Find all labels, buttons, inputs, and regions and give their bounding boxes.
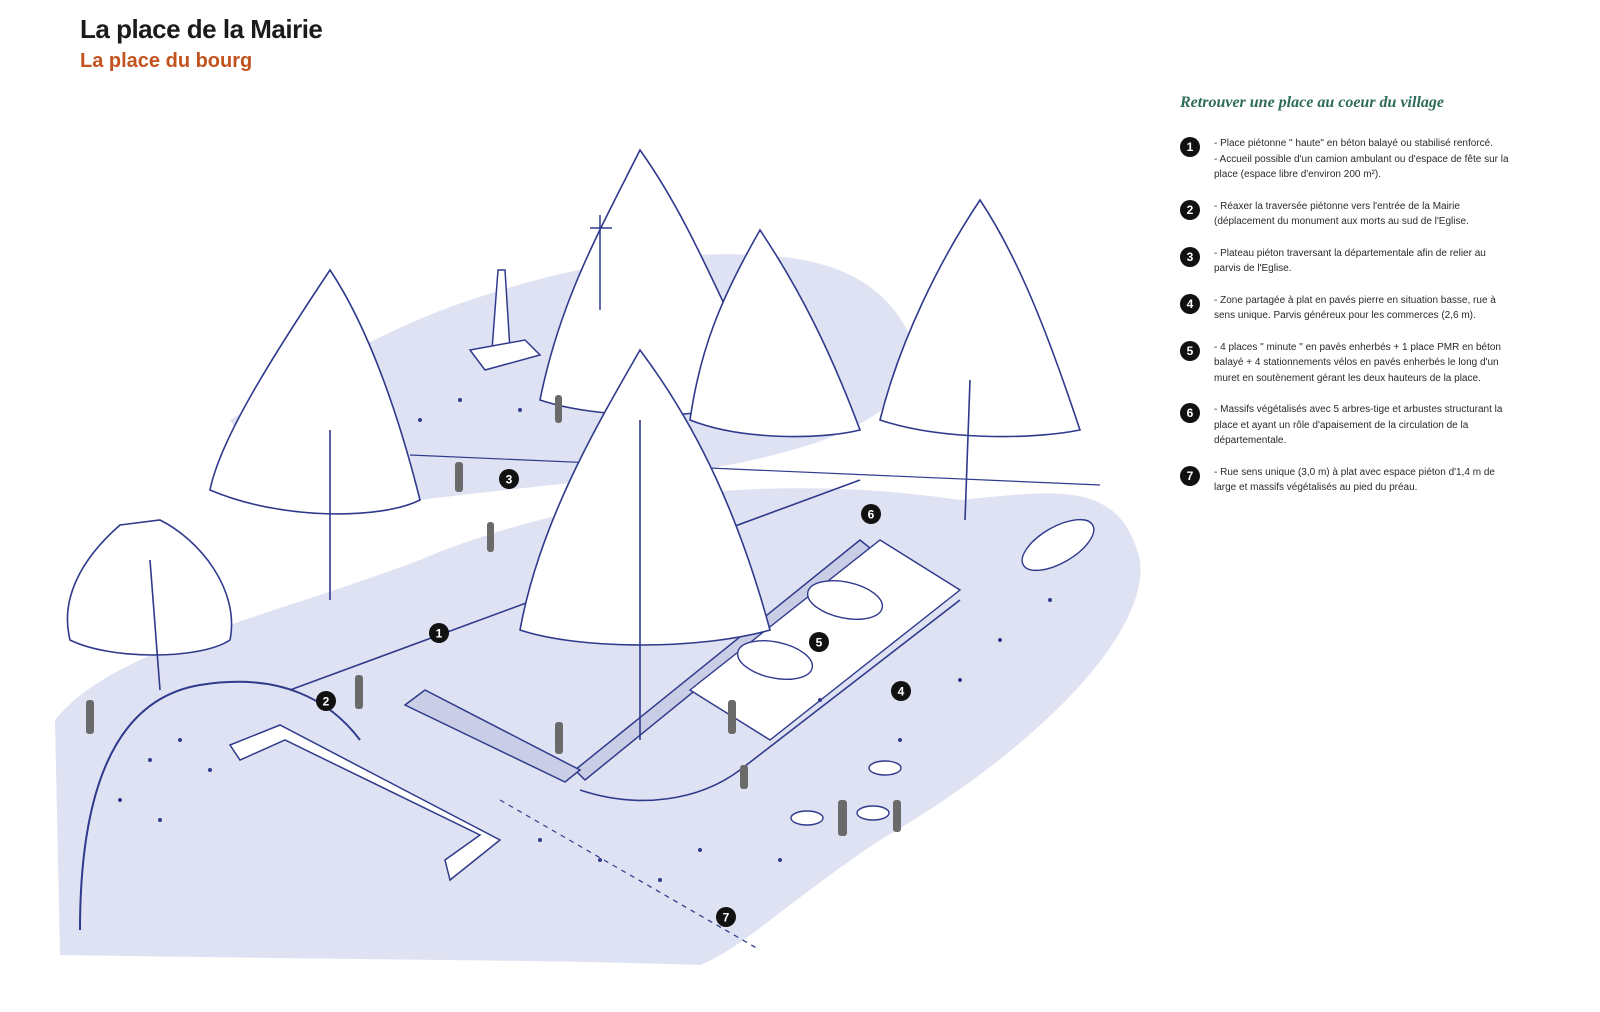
map-marker-2: 2 [316, 691, 336, 711]
legend-number-badge: 3 [1180, 246, 1200, 267]
map-marker-1: 1 [429, 623, 449, 643]
legend-text-line: - Accueil possible d'un camion ambulant … [1214, 153, 1509, 181]
svg-text:4: 4 [898, 685, 905, 699]
map-marker-7: 7 [716, 907, 736, 927]
legend-text-line: - 4 places " minute " en pavés enherbés … [1214, 341, 1501, 384]
legend-title: Retrouver une place au coeur du village [1180, 94, 1444, 111]
legend-number-badge: 2 [1180, 199, 1200, 220]
people [86, 395, 901, 836]
street-curb [579, 599, 961, 802]
svg-text:5: 5 [816, 636, 823, 650]
legend-number-badge: 5 [1180, 340, 1200, 361]
legend-text-line: - Rue sens unique (3,0 m) à plat avec es… [1214, 466, 1495, 494]
map-marker-4: 4 [891, 681, 911, 701]
svg-text:7: 7 [723, 911, 730, 925]
legend-panel: Retrouver une place au coeur du village … [1180, 94, 1510, 512]
legend-item-6: 6 - Massifs végétalisés avec 5 arbres-ti… [1180, 402, 1510, 449]
bench-wall [403, 689, 582, 783]
cafe-tables [790, 760, 902, 826]
legend-number-badge: 6 [1180, 403, 1200, 423]
road-line-upper [409, 454, 1101, 486]
legend-item-4: 4 - Zone partagée à plat en pavés pierre… [1180, 293, 1510, 324]
legend-text-line: - Zone partagée à plat en pavés pierre e… [1214, 294, 1496, 322]
svg-text:3: 3 [506, 473, 513, 487]
svg-text:2: 2 [323, 695, 330, 709]
legend-item-7: 7 - Rue sens unique (3,0 m) à plat avec … [1180, 465, 1510, 496]
monument [468, 215, 612, 371]
legend-item-5: 5 - 4 places " minute " en pavés enherbé… [1180, 340, 1510, 387]
trees [66, 148, 1082, 740]
paving-dots [118, 398, 1052, 882]
legend-item-3: 3 - Plateau piéton traversant la départe… [1180, 246, 1510, 277]
legend-text-line: - Place piétonne " haute" en béton balay… [1214, 138, 1493, 149]
legend-item-2: 2 - Réaxer la traversée piétonne vers l'… [1180, 199, 1510, 230]
dashed-street-line [499, 799, 761, 951]
legend-number-badge: 1 [1180, 137, 1200, 157]
legend-number-badge: 7 [1180, 465, 1200, 486]
map-marker-3: 3 [499, 469, 519, 489]
map-marker-5: 5 [809, 632, 829, 652]
svg-text:6: 6 [868, 508, 875, 522]
page-title: La place de la Mairie [80, 14, 323, 44]
legend-item-1: 1 - Place piétonne " haute" en béton bal… [1180, 136, 1510, 183]
legend-text-line: - Massifs végétalisés avec 5 arbres-tige… [1214, 404, 1503, 446]
stone-wall [228, 724, 502, 882]
legend-text-line: - Plateau piéton traversant la départeme… [1214, 247, 1486, 275]
svg-text:1: 1 [436, 627, 443, 641]
page-subtitle: La place du bourg [80, 50, 253, 72]
legend-number-badge: 4 [1180, 293, 1200, 314]
legend-text-line: - Réaxer la traversée piétonne vers l'en… [1214, 200, 1469, 228]
map-marker-6: 6 [861, 504, 881, 524]
